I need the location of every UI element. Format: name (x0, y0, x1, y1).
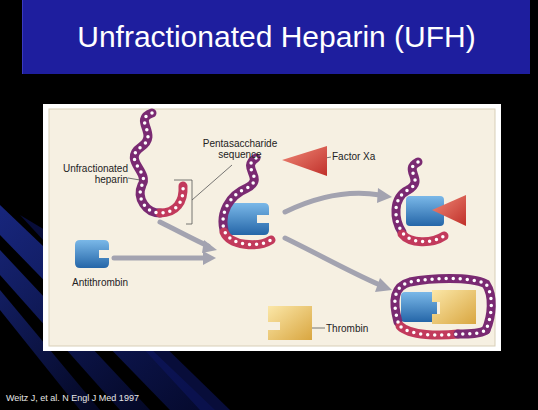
part-label: Antithrombin (72, 277, 152, 288)
complex-thrombin-part (432, 290, 476, 324)
slide-title: Unfractionated Heparin (UFH) (77, 20, 475, 54)
complex-thrombin-part (401, 292, 437, 322)
thrombin-shape (268, 306, 312, 340)
heparin-chain-part (134, 113, 183, 213)
antithrombin-shape (75, 240, 109, 268)
gray-arrows-part (285, 193, 380, 212)
gray-arrows-part (285, 238, 380, 285)
leader-lines-part (128, 178, 140, 180)
complex-xa (396, 162, 466, 242)
arrow-heads-part (375, 278, 392, 292)
antithrombin-shape-part (75, 240, 109, 268)
thrombin-shape-part (268, 306, 312, 340)
complex-thrombin (395, 279, 491, 336)
part-label: Unfractionated heparin (62, 163, 128, 185)
complex-xa-part (396, 162, 418, 232)
complex-center-part (227, 203, 269, 235)
complex-center-part (223, 158, 271, 245)
factor-xa-shape-part (282, 146, 327, 176)
gray-arrows (114, 193, 380, 285)
figure-panel-part (43, 104, 501, 351)
leader-lines (128, 157, 331, 328)
figure-panel (43, 104, 501, 351)
part-label: Thrombin (326, 323, 396, 334)
figure-panel-part (49, 109, 495, 346)
leader-lines-part (192, 165, 232, 200)
heparin-chain-part (160, 186, 183, 213)
arrow-heads-part (203, 251, 216, 265)
part-label: Pentasaccharide sequence (200, 138, 280, 160)
gray-arrows-part (160, 222, 208, 246)
arrow-heads-part (377, 188, 392, 203)
arrow-heads-part (202, 240, 217, 253)
complex-thrombin-part (395, 279, 491, 331)
title-banner: Unfractionated Heparin (UFH) (22, 0, 530, 74)
complex-xa-part (432, 195, 466, 226)
heparin-chain-part (134, 113, 160, 213)
part-label: Factor Xa (332, 151, 402, 162)
complex-center (223, 158, 271, 245)
factor-xa-shape (282, 146, 327, 176)
citation: Weitz J, et al. N Engl J Med 1997 (6, 393, 139, 403)
gray-arrows-part (114, 256, 205, 261)
complex-thrombin-part (395, 279, 491, 336)
heparin-chain (134, 113, 183, 213)
complex-xa-part (396, 162, 444, 242)
leader-lines-part (174, 180, 192, 224)
